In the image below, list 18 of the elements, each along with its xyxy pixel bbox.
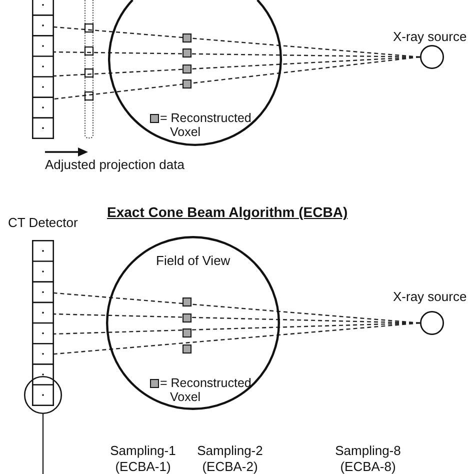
- legend-label: = Reconstructed Voxel: [160, 111, 252, 139]
- sampling-label: Sampling-8 (ECBA-8): [334, 443, 402, 474]
- ray-line: [54, 26, 420, 58]
- detector-label: CT Detector: [8, 215, 78, 231]
- detector-column: [32, 0, 54, 139]
- ray-line: [54, 56, 420, 100]
- leader-line: [42, 414, 44, 474]
- magnifier-circle: [24, 376, 62, 414]
- ray-line: [54, 292, 420, 324]
- ray-line: [54, 322, 420, 355]
- sampling-label: Sampling-2 (ECBA-2): [196, 443, 264, 474]
- legend-label: = Reconstructed Voxel: [160, 376, 252, 404]
- panel-title: Exact Cone Beam Algorithm (ECBA): [107, 204, 348, 220]
- source-label: X-ray source: [393, 289, 467, 305]
- annotation-label: Adjusted projection data: [45, 157, 184, 173]
- source-label: X-ray source: [393, 29, 467, 45]
- region-label: Field of View: [156, 253, 230, 269]
- sampling-label: Sampling-1 (ECBA-1): [109, 443, 177, 474]
